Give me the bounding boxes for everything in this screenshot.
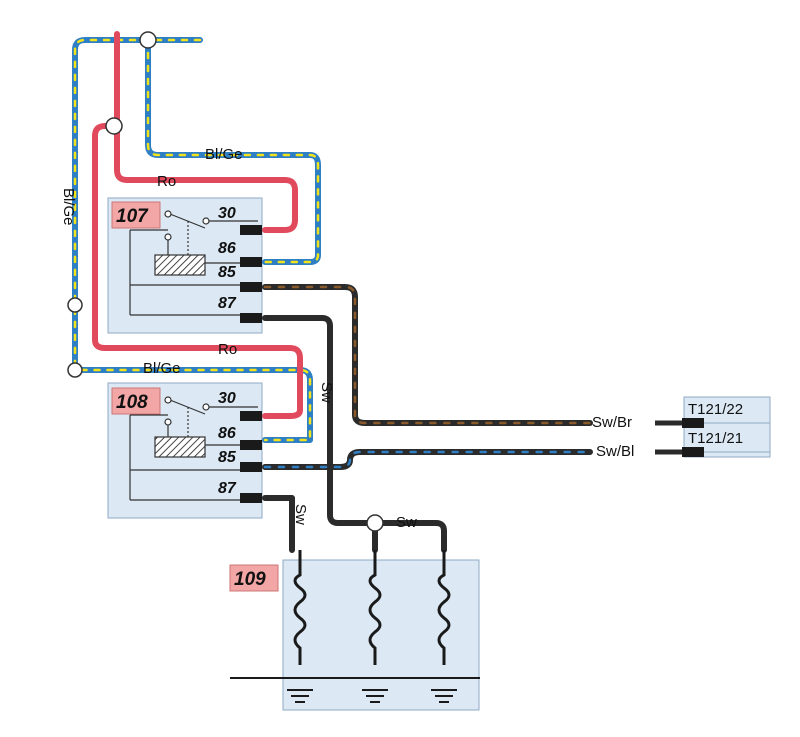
relay-107-pin-87: 87 (218, 295, 237, 312)
relay-108-id-badge (111, 387, 161, 415)
relay-107-symbol (129, 210, 258, 316)
wire-label-sw-bottom: Sw (396, 514, 417, 531)
relay-108-symbol (129, 396, 258, 501)
wire-label-blge-mid: Bl/Ge (143, 360, 181, 377)
relay-107-id-badge (111, 201, 161, 229)
heater-109-box (282, 559, 480, 711)
relay-terminals (240, 225, 704, 503)
wire-label-sw-vertical: Sw (318, 382, 335, 403)
connector-t121-21: T121/21 (688, 430, 743, 447)
relay-108-pin-85: 85 (218, 449, 237, 466)
ground-rail (230, 677, 480, 703)
wire-sw-br (262, 284, 593, 426)
heater-elements (293, 550, 451, 665)
wire-sw-bl (262, 449, 593, 470)
connector-t121-22: T121/22 (688, 401, 743, 418)
wire-label-blge-vertical: Bl/Ge (60, 188, 77, 226)
splice-nodes (67, 31, 384, 532)
relay-107-pin-85: 85 (218, 264, 237, 281)
relay-107-pin-30: 30 (218, 205, 236, 222)
wire-label-ro-top: Ro (157, 173, 176, 190)
relay-107-id: 107 (116, 206, 149, 227)
wire-label-swbr: Sw/Br (592, 414, 632, 431)
relay-108-pin-86: 86 (218, 425, 236, 442)
relay-108-pin-87: 87 (218, 480, 237, 497)
relay-107-pin-86: 86 (218, 240, 236, 257)
relay-108-id: 108 (116, 392, 148, 413)
relay-108-pin-30: 30 (218, 390, 236, 407)
wire-label-swbl: Sw/Bl (596, 443, 634, 460)
heater-109-id: 109 (234, 569, 266, 590)
heater-109-id-badge (229, 564, 279, 592)
wire-label-sw-relay108: Sw (292, 504, 309, 525)
wire-label-blge-top: Bl/Ge (205, 146, 243, 163)
wire-ro (92, 31, 303, 419)
wire-label-ro-mid: Ro (218, 341, 237, 358)
